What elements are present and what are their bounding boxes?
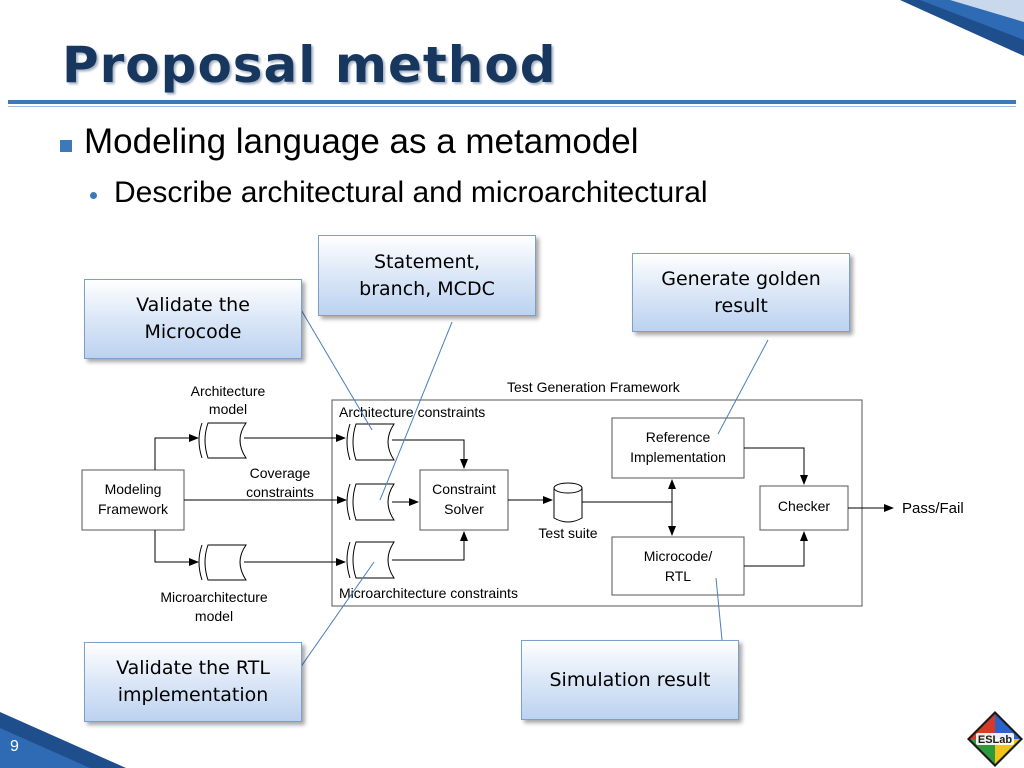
slide-number: 9 [10,738,19,755]
slide-title: Proposal method [62,36,557,94]
microarch-constraints-label: Microarchitecture constraints [339,585,518,601]
checker-box [759,485,849,531]
bullet-level1: Modeling language as a metamodel [84,122,639,161]
reference-impl-box [611,417,745,479]
pointer-coverage-types [379,321,453,501]
title-divider [8,100,1016,104]
title-divider-thin [8,106,1016,107]
constraint-solver-label-1: Constraint [432,481,496,497]
microarch-model-doc-icon [198,544,247,581]
callout-coverage-types: Statement, branch, MCDC [318,235,536,316]
corner-decoration-bottom [0,712,126,768]
reference-impl-label-1: Reference [646,429,711,445]
arrow-microarch-constraint-to-solver [392,531,468,561]
callout-golden-result: Generate golden result [632,253,850,332]
arrow-to-microarch-model [154,530,199,566]
framework-title: Test Generation Framework [507,379,681,395]
microarch-model-label-2: model [195,608,233,624]
arrow-arch-constraint-to-solver [392,439,468,469]
modeling-framework-label-2: Framework [98,501,169,517]
arch-model-doc-icon [198,422,247,459]
bullet-dot-icon [90,192,97,199]
reference-impl-label-2: Implementation [630,449,726,465]
pass-fail-label: Pass/Fail [902,500,964,517]
modeling-framework-label-1: Modeling [105,481,162,497]
coverage-label-1: Coverage [250,465,311,481]
callout-validate-microcode: Validate the Microcode [84,279,302,359]
coverage-constraint-doc-icon [346,483,395,521]
arch-constraint-doc-icon [346,423,395,461]
svg-text:ESLab: ESLab [978,734,1013,746]
test-suite-label: Test suite [538,525,597,541]
modeling-framework-box [81,469,185,531]
arch-model-label-1: Architecture [191,383,266,399]
arrow-reference-to-checker [744,447,808,485]
microcode-rtl-label-1: Microcode/ [644,548,713,564]
eslab-logo: ESLab [967,711,1023,767]
microcode-rtl-label-2: RTL [665,568,691,584]
pointer-validate-rtl [299,561,375,669]
framework-box [331,399,863,607]
arch-constraints-label: Architecture constraints [339,404,485,420]
pointer-validate-microcode [299,307,373,431]
test-suite-cylinder-icon [553,482,583,523]
bullet-square-icon [60,140,72,152]
constraint-solver-label-2: Solver [444,501,484,517]
arrow-to-arch-model [154,434,199,470]
microarch-constraint-doc-icon [346,541,395,579]
pointer-simulation-result [715,577,723,641]
arrow-microcode-to-checker [744,531,808,567]
coverage-label-2: constraints [246,484,314,500]
bullet-level2: Describe architectural and microarchitec… [114,176,708,209]
arch-model-label-2: model [209,401,247,417]
checker-label: Checker [778,498,830,514]
constraint-solver-box [419,469,509,531]
corner-decoration-top [900,0,1024,56]
pointer-golden-result [717,339,769,435]
callout-simulation-result: Simulation result [521,640,739,720]
callout-validate-rtl: Validate the RTL implementation [84,642,302,722]
microarch-model-label-1: Microarchitecture [160,589,268,605]
microcode-rtl-box [611,536,745,596]
